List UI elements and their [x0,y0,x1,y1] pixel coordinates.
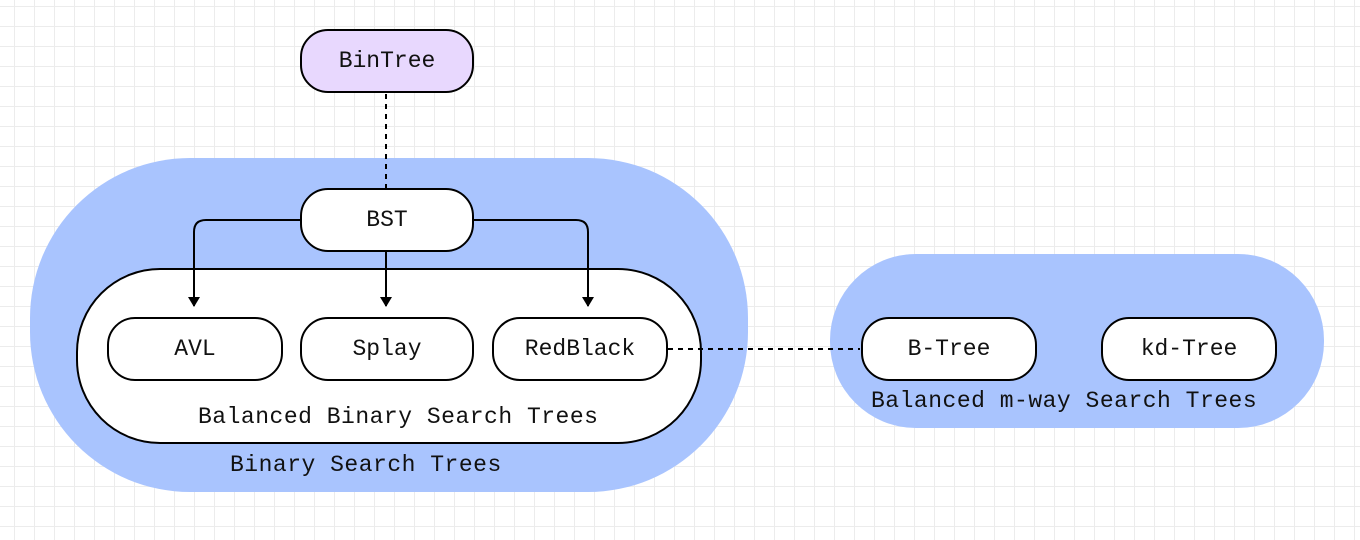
node-kdtree[interactable]: kd-Tree [1101,317,1277,381]
edge-bst-redblack [474,219,594,307]
edge-bst-avl [188,219,300,307]
node-splay-label: Splay [352,336,422,362]
node-redblack[interactable]: RedBlack [492,317,668,381]
binary-search-trees-label: Binary Search Trees [230,452,502,478]
node-avl-label: AVL [174,336,216,362]
node-bst[interactable]: BST [300,188,474,252]
node-bintree-label: BinTree [338,48,436,74]
balanced-binary-search-trees-label: Balanced Binary Search Trees [198,404,599,430]
node-redblack-label: RedBlack [524,336,636,362]
node-btree[interactable]: B-Tree [861,317,1037,381]
node-kdtree-label: kd-Tree [1140,336,1238,362]
node-bst-label: BST [366,207,408,233]
node-bintree[interactable]: BinTree [300,29,474,93]
node-splay[interactable]: Splay [300,317,474,381]
node-avl[interactable]: AVL [107,317,283,381]
balanced-mway-search-trees-label: Balanced m-way Search Trees [871,388,1258,414]
node-btree-label: B-Tree [907,336,991,362]
